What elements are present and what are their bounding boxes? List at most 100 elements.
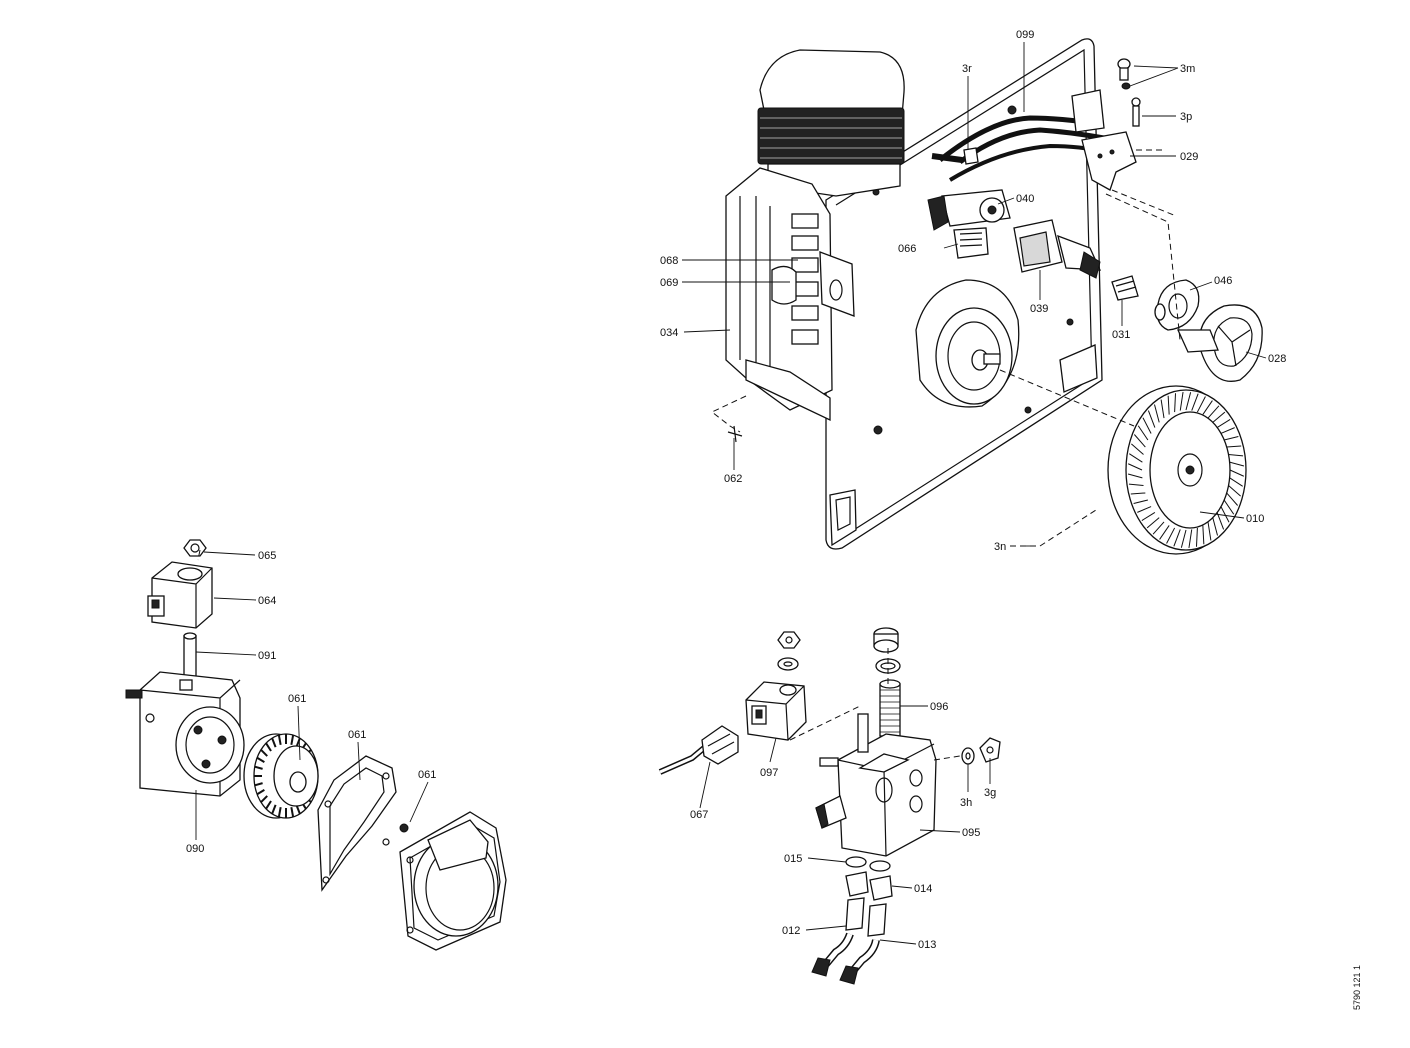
cable-067: [658, 725, 739, 775]
gear-tooth: [260, 749, 268, 757]
screw-3r: [963, 147, 979, 165]
label-039: 039: [1030, 303, 1048, 315]
label-3n: 3n: [994, 541, 1006, 553]
fan-blade: [1196, 396, 1206, 413]
seal-3h: [961, 747, 975, 765]
gear-tooth: [277, 807, 282, 818]
fan-blade: [1174, 393, 1177, 413]
fan-blade: [1226, 492, 1239, 506]
label-069: 069: [660, 277, 678, 289]
label-028: 028: [1268, 353, 1286, 365]
label-068: 068: [660, 255, 678, 267]
fan-blade: [1153, 404, 1160, 423]
label-3p: 3p: [1180, 111, 1192, 123]
stem-091: [183, 632, 197, 681]
fan-blade: [1216, 512, 1225, 530]
fan-blade: [1133, 499, 1149, 504]
fan-blade: [1212, 517, 1219, 536]
fan-blade: [1212, 411, 1226, 423]
leader-lines: [195, 42, 1267, 945]
fan-blade: [1166, 527, 1176, 544]
label-096: 096: [930, 701, 948, 713]
fan-blade: [1133, 434, 1146, 448]
gasket-061: [317, 755, 397, 892]
fan-blade: [1185, 392, 1192, 411]
fan-blade: [1195, 527, 1198, 547]
pump-body-090: [125, 671, 245, 797]
gear-tooth: [265, 800, 272, 810]
label-066: 066: [898, 243, 916, 255]
screw-061: [399, 823, 409, 833]
gear-tooth: [271, 804, 277, 815]
control-box: [725, 167, 855, 422]
fan-blade: [1202, 400, 1213, 415]
fan-blade: [1128, 483, 1144, 487]
label-064: 064: [258, 595, 276, 607]
fan-blade: [1179, 392, 1184, 411]
gear-tooth: [290, 734, 295, 745]
label-067: 067: [690, 809, 708, 821]
document-number-text: 5790 121 1: [1352, 964, 1362, 1010]
gear-tooth: [290, 807, 295, 818]
label-065: 065: [258, 550, 276, 562]
stabilizer-ring: [1154, 279, 1200, 331]
gear-tooth: [260, 795, 268, 803]
fan-blade: [1207, 405, 1220, 419]
fan-blade: [1167, 395, 1170, 415]
fan-blade: [1131, 443, 1144, 455]
fan-blade: [1180, 529, 1187, 548]
motor: [915, 279, 1020, 408]
fan-blade: [1130, 492, 1146, 495]
label-034: 034: [660, 327, 678, 339]
cover-plate: [399, 811, 507, 951]
fan-blade: [1141, 512, 1156, 521]
assembly-lines-lower: [197, 549, 961, 761]
label-097: 097: [760, 767, 778, 779]
fan-wheel: [1107, 385, 1247, 555]
fittings: [811, 856, 893, 985]
fan-blade: [1220, 506, 1230, 523]
nut-065: [183, 539, 207, 557]
fan-blade: [1202, 525, 1205, 545]
fan-blade: [1216, 419, 1231, 428]
coil-097: [745, 681, 807, 741]
label-061-screw: 061: [418, 769, 436, 781]
label-015: 015: [784, 853, 802, 865]
filter-096: [879, 679, 901, 737]
label-090: 090: [186, 843, 204, 855]
fan-blade: [1127, 473, 1143, 479]
gear-tooth: [271, 737, 277, 748]
gear-tooth: [256, 789, 265, 796]
label-095: 095: [962, 827, 980, 839]
fan-blade: [1173, 529, 1181, 547]
fan-blade: [1207, 521, 1212, 541]
label-099: 099: [1016, 29, 1034, 41]
fan-blade: [1220, 427, 1235, 434]
diffuser-disc: [1176, 304, 1263, 382]
fan-blade: [1223, 499, 1235, 515]
gear-tooth: [277, 734, 282, 745]
document-number: 5790 121 1: [1346, 962, 1386, 1012]
label-062: 062: [724, 473, 742, 485]
label-013: 013: [918, 939, 936, 951]
coil-064: [147, 561, 213, 629]
label-029: 029: [1180, 151, 1198, 163]
gear-061: [243, 733, 319, 819]
gear-tooth: [254, 782, 263, 787]
label-040: 040: [1016, 193, 1034, 205]
pump-095: [815, 713, 937, 857]
label-031: 031: [1112, 329, 1130, 341]
fan-blade: [1137, 506, 1152, 513]
gear-tooth: [256, 756, 265, 763]
filter-cap: [873, 627, 901, 674]
label-014: 014: [914, 883, 932, 895]
label-012: 012: [782, 925, 800, 937]
gear-tooth: [265, 742, 272, 752]
fan-blade: [1159, 525, 1170, 540]
gear-tooth: [254, 765, 263, 770]
label-3h: 3h: [960, 797, 972, 809]
label-046: 046: [1214, 275, 1232, 287]
label-061-gear: 061: [288, 693, 306, 705]
fan-blade: [1228, 453, 1244, 457]
